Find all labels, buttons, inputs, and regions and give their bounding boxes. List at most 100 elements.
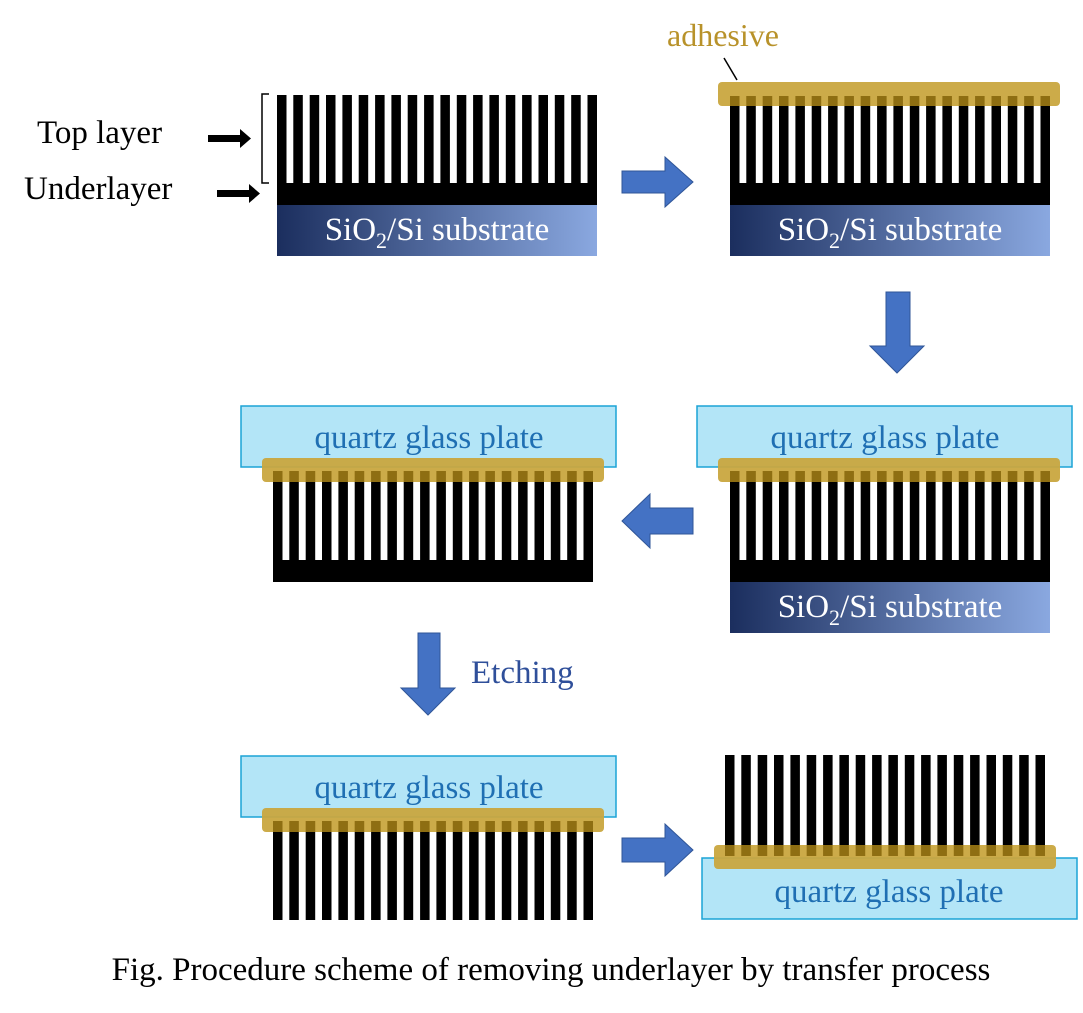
stripe xyxy=(305,471,316,561)
stripe xyxy=(273,471,283,561)
embedded-stripe-tip xyxy=(926,96,936,106)
stripe xyxy=(571,95,581,184)
stripe xyxy=(326,95,336,184)
stripe xyxy=(505,95,516,184)
substrate-label: SiO2/Si substrate xyxy=(778,589,1003,630)
adhesive-leader-line xyxy=(723,57,738,81)
embedded-stripe-tip xyxy=(1002,845,1013,856)
embedded-stripe-tip xyxy=(872,845,882,856)
top-layer-pointer-arrow xyxy=(208,129,251,148)
embedded-stripe-tip xyxy=(811,96,822,106)
top-layer-label: Top layer xyxy=(37,115,162,151)
embedded-stripe-tip xyxy=(338,471,348,482)
stripe xyxy=(860,471,871,561)
embedded-stripe-tip xyxy=(583,471,593,482)
step3-glass-bonded: quartz glass plate SiO2/Si substrate xyxy=(696,405,1073,633)
embedded-stripe-tip xyxy=(909,471,920,482)
stripe xyxy=(1024,96,1034,184)
stripe xyxy=(828,471,838,561)
step2-adhesive-applied: SiO2/Si substrate adhesive xyxy=(667,17,1060,256)
underlayer xyxy=(730,183,1050,205)
stripe xyxy=(273,821,283,920)
embedded-stripe-tip xyxy=(839,845,849,856)
stripe xyxy=(538,95,548,184)
embedded-stripe-tip xyxy=(1007,471,1018,482)
embedded-stripe-tip xyxy=(289,821,299,832)
etching-label: Etching xyxy=(471,655,574,691)
embedded-stripe-tip xyxy=(485,821,495,832)
stripe xyxy=(970,755,980,856)
stripe xyxy=(888,755,898,856)
embedded-stripe-tip xyxy=(469,471,479,482)
embedded-stripe-tip xyxy=(354,471,365,482)
stripe xyxy=(942,96,952,184)
embedded-stripe-tip xyxy=(305,471,316,482)
stripe xyxy=(746,471,756,561)
embedded-stripe-tip xyxy=(811,471,822,482)
stripe xyxy=(420,821,430,920)
embedded-stripe-tip xyxy=(904,845,915,856)
underlayer-label: Underlayer xyxy=(24,171,172,207)
glass-label: quartz glass plate xyxy=(314,420,543,456)
embedded-stripe-tip xyxy=(937,845,947,856)
stripe xyxy=(387,821,397,920)
stripe xyxy=(403,821,414,920)
stripe xyxy=(909,96,920,184)
embedded-stripe-tip xyxy=(779,96,789,106)
stripe xyxy=(407,95,418,184)
stripe xyxy=(424,95,434,184)
stripe xyxy=(550,471,561,561)
stripe xyxy=(452,821,463,920)
stripe xyxy=(309,95,320,184)
stripe xyxy=(774,755,784,856)
stripe xyxy=(436,821,446,920)
stripe xyxy=(342,95,352,184)
stripe xyxy=(986,755,996,856)
stripe xyxy=(942,471,952,561)
underlayer xyxy=(730,560,1050,582)
step4-substrate-removed: quartz glass plate xyxy=(240,405,617,582)
top-layer-stripes xyxy=(277,95,597,184)
embedded-stripe-tip xyxy=(806,845,817,856)
embedded-stripe-tip xyxy=(795,96,805,106)
process-arrow-down-etching xyxy=(399,632,457,716)
stripe xyxy=(844,96,854,184)
stripe xyxy=(779,96,789,184)
stripe xyxy=(534,471,544,561)
embedded-stripe-tip xyxy=(860,471,871,482)
embedded-stripe-tip xyxy=(844,96,854,106)
stripe xyxy=(991,471,1001,561)
stripe xyxy=(1007,96,1018,184)
stripe xyxy=(811,96,822,184)
stripe xyxy=(452,471,463,561)
stripe xyxy=(811,471,822,561)
embedded-stripe-tip xyxy=(942,471,952,482)
underlayer-pointer-arrow xyxy=(217,184,260,203)
stripe xyxy=(904,755,915,856)
stripe xyxy=(293,95,303,184)
stripe xyxy=(1019,755,1029,856)
stripe xyxy=(909,471,920,561)
embedded-stripe-tip xyxy=(730,96,740,106)
embedded-stripe-tip xyxy=(354,821,365,832)
embedded-stripe-tip xyxy=(371,471,381,482)
embedded-stripe-tip xyxy=(452,471,463,482)
stripe xyxy=(844,471,854,561)
embedded-stripe-tip xyxy=(942,96,952,106)
stripe xyxy=(926,471,936,561)
stripe xyxy=(757,755,768,856)
embedded-stripe-tip xyxy=(958,471,969,482)
embedded-stripe-tip xyxy=(550,471,561,482)
stripe xyxy=(746,96,756,184)
embedded-stripe-tip xyxy=(877,471,887,482)
adhesive-embedded-stripes xyxy=(273,471,593,482)
stripe xyxy=(354,471,365,561)
embedded-stripe-tip xyxy=(779,471,789,482)
stripe xyxy=(567,821,577,920)
embedded-stripe-tip xyxy=(1040,96,1050,106)
embedded-stripe-tip xyxy=(1035,845,1045,856)
stripe xyxy=(806,755,817,856)
stripe xyxy=(877,96,887,184)
embedded-stripe-tip xyxy=(926,471,936,482)
stripe xyxy=(953,755,964,856)
